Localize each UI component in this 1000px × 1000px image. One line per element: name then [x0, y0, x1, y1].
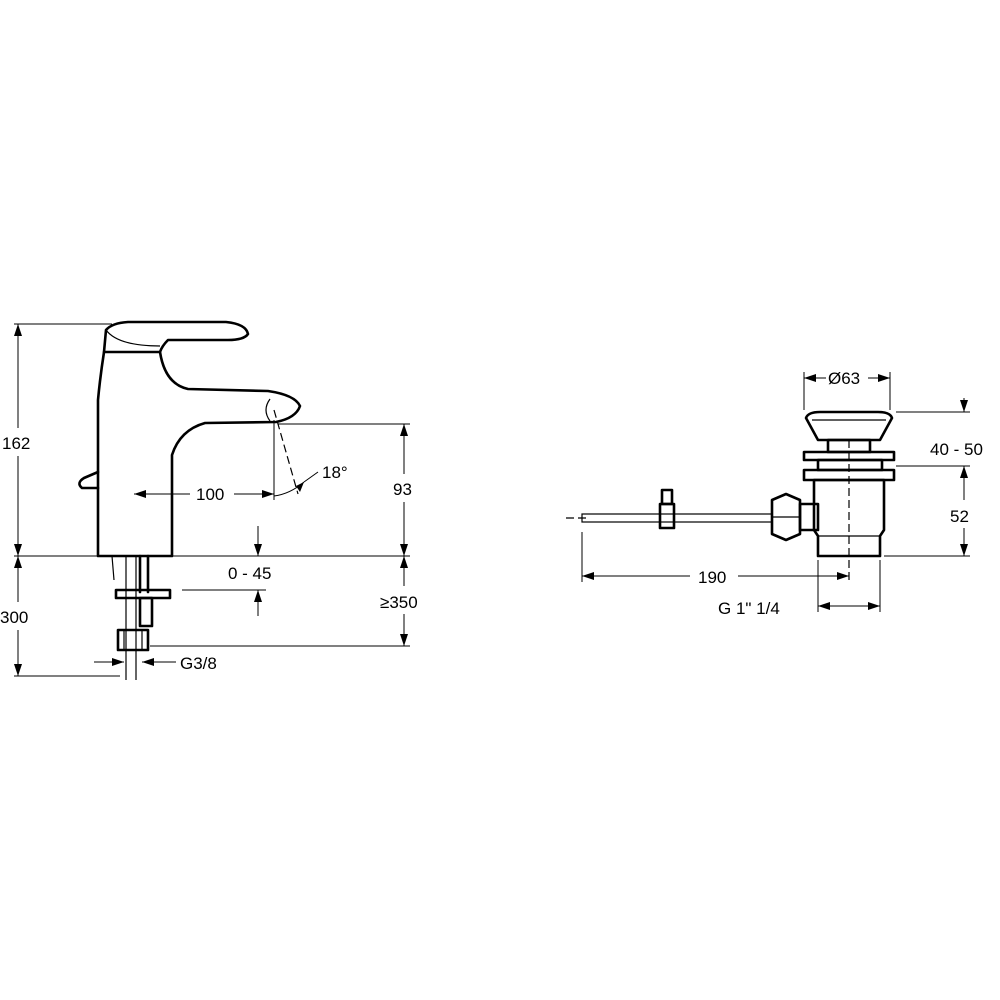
waste-washer	[816, 458, 884, 472]
below-deck-300-label: 300	[0, 608, 28, 627]
hose-left	[125, 556, 137, 680]
hose-length-label: ≥350	[380, 593, 418, 612]
faucet-body	[96, 350, 302, 558]
hose-fitting	[123, 630, 143, 650]
thread-label: G 1" 1/4	[718, 599, 780, 618]
rod-length-label: 190	[698, 568, 726, 587]
spout-height-label: 93	[393, 480, 412, 499]
rod-nut	[770, 492, 802, 542]
rod-clamp	[658, 502, 676, 530]
spout-angle-label: 18°	[322, 463, 348, 482]
rod-clamp-screw	[660, 488, 674, 506]
mounting-stud	[138, 554, 150, 594]
waste-body	[812, 478, 886, 558]
hose-nut	[116, 628, 150, 652]
lift-label: 40 - 50	[930, 440, 983, 459]
spout-axis-dashed	[273, 409, 299, 495]
pop-up-rod-horizontal	[581, 513, 773, 523]
spout-reach-label: 100	[196, 485, 224, 504]
spout-tip	[265, 398, 271, 422]
lever-handle	[102, 320, 250, 354]
body-height-label: 52	[950, 507, 969, 526]
waste-drawing: Ø63 40 - 50 52 190 G 1" 1/4	[566, 369, 983, 618]
deck-thickness-label: 0 - 45	[228, 564, 271, 583]
faucet-drawing: 162 300 18° 100 93 0 - 45	[0, 320, 418, 680]
fixing-nut	[138, 596, 154, 628]
diameter-label: Ø63	[828, 369, 860, 388]
lever-joint	[105, 329, 161, 347]
connection-label: G3/8	[180, 654, 217, 673]
pop-up-rod-bottom	[111, 555, 115, 581]
plug-cap	[804, 410, 894, 442]
height-162-label: 162	[2, 434, 30, 453]
pop-up-rod	[78, 470, 100, 490]
